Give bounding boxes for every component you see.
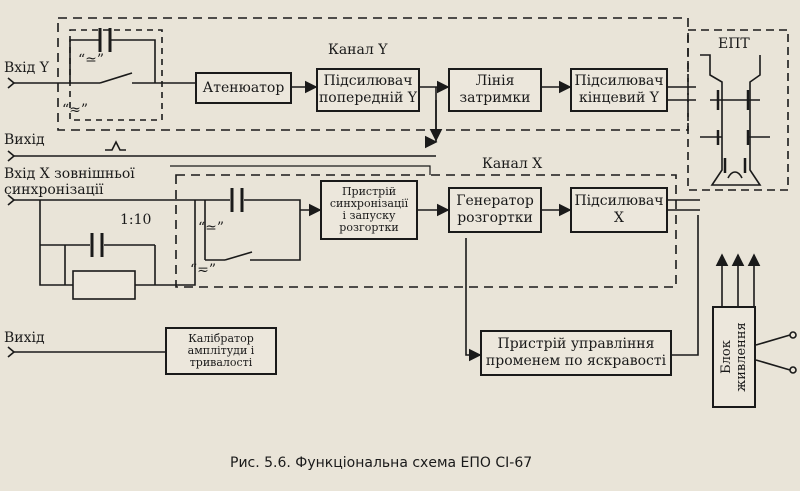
calibrator-block: Калібратор амплітуди і тривалості [165, 327, 277, 375]
channel-x-boundary [175, 174, 677, 288]
crt-tube [687, 29, 789, 191]
sync-label: синхронізації [4, 182, 104, 198]
sweep-generator-block: Генератор розгортки [448, 187, 542, 233]
delay-line-block: Лінія затримки [448, 68, 542, 112]
output-top-label: Вихід [4, 132, 45, 148]
dc-symbol-1: “≈” [62, 102, 89, 118]
amp-x-block: Підсилювач X [570, 187, 668, 233]
power-supply-block: Блок живлення [712, 306, 756, 408]
input-x-ext-label: Вхід X зовнішньої [4, 166, 135, 182]
input-y-label: Вхід Y [4, 60, 49, 76]
channel-x-label: Канал X [482, 156, 543, 172]
beam-control-block: Пристрій управління променем по яскравос… [480, 330, 672, 376]
ac-symbol-2: “≃” [198, 220, 225, 236]
ratio-label: 1:10 [120, 212, 152, 228]
input-y-wire [14, 39, 100, 84]
channel-y-label: Канал Y [328, 42, 388, 58]
output-bottom-label: Вихід [4, 330, 45, 346]
ac-symbol-1: “≃” [78, 52, 105, 68]
dc-symbol-2: “≂” [190, 262, 217, 278]
final-amp-y-block: Підсилювач кінцевий Y [570, 68, 668, 112]
channel-y-boundary [57, 17, 689, 131]
preamp-y-block: Підсилювач попередній Y [316, 68, 420, 112]
attenuator-block: Атенюатор [195, 72, 292, 104]
figure-caption: Рис. 5.6. Функціональна схема ЕПО СІ-67 [230, 455, 533, 471]
sync-trigger-block: Пристрій синхронізації і запуску розгорт… [320, 180, 418, 240]
ept-label: ЕПТ [718, 36, 750, 52]
